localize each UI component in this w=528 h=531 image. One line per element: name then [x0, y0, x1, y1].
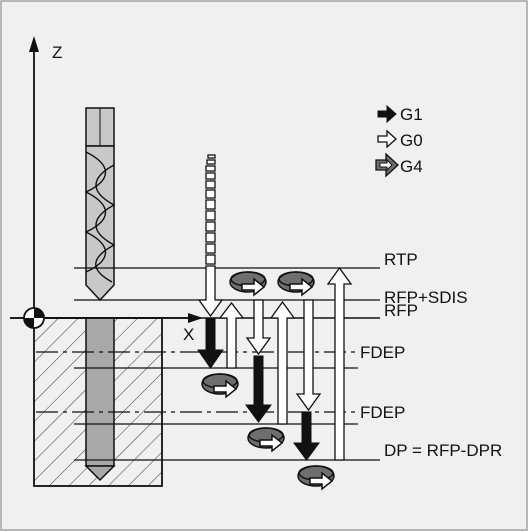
- rapid-approach-arrow: [197, 154, 224, 318]
- level-label-dp: DP = RFP-DPR: [384, 441, 502, 460]
- workpiece: [33, 317, 163, 487]
- z-axis: [29, 36, 39, 318]
- drill-tool: [84, 107, 116, 302]
- level-label-rtp: RTP: [384, 250, 418, 269]
- z-axis-label: Z: [52, 43, 62, 62]
- drilled-hole: [85, 317, 115, 467]
- level-label-rfp-sdis: RFP+SDIS: [384, 288, 468, 307]
- legend-g4-label: G4: [400, 157, 423, 176]
- legend-g1-label: G1: [400, 105, 423, 124]
- feed-arrows-g1: [197, 317, 320, 461]
- dwell-arrow-icon: [375, 152, 399, 178]
- level-label-fdep-2: FDEP: [360, 403, 405, 422]
- legend: G1 G0 G4: [375, 104, 423, 178]
- rapid-arrows-g0: [218, 266, 353, 461]
- legend-g0-label: G0: [400, 131, 423, 150]
- filled-arrow-icon: [377, 104, 397, 124]
- x-axis-label: X: [183, 325, 194, 344]
- origin-icon: [23, 307, 45, 329]
- level-label-fdep-1: FDEP: [360, 343, 405, 362]
- hollow-arrow-icon: [377, 129, 397, 149]
- level-label-rfp: RFP: [384, 301, 418, 320]
